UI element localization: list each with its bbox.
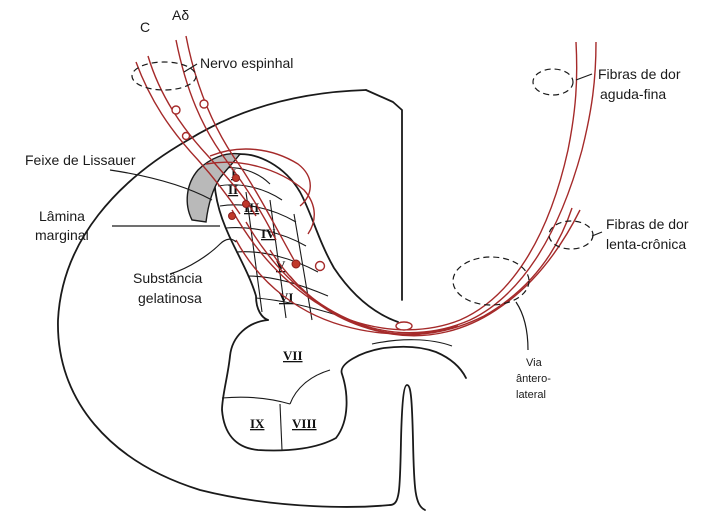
lamina-vii-label: VII [283,348,303,363]
neuron-root-3 [183,133,190,140]
anterolateral-ellipse [453,257,529,305]
leader-lines [110,64,602,350]
aguda-bundle-ellipse [533,69,573,95]
neuron-horn-2 [243,201,250,208]
label-ad: Aδ [172,7,189,23]
lamina-viii-label: VIII [292,416,317,431]
label-nervo-espinhal: Nervo espinhal [200,55,293,71]
label-fibras-lenta-1: Fibras de dor [606,216,689,232]
label-fibras-aguda-1: Fibras de dor [598,66,681,82]
lamina-numerals: I II III IV V VI VII VIII IX [228,166,317,431]
lamina-ix-label: IX [250,416,265,431]
label-c: C [140,19,150,35]
neuron-root-1 [172,106,180,114]
lamina-iv-label: IV [261,226,276,241]
neuron-root-2 [200,100,208,108]
label-fibras-aguda-2: aguda-fina [600,86,666,102]
label-fibras-lenta-2: lenta-crônica [606,236,686,252]
label-via-3: lateral [516,389,546,401]
neuron-commissure [396,322,412,330]
leader-via [516,302,528,350]
leader-substancia [170,239,236,274]
label-via-1: Via [526,357,543,369]
label-via-2: ântero- [516,373,551,385]
label-lamina-2: marginal [35,227,89,243]
dorsal-horn [214,154,398,322]
label-substancia-1: Substância [133,270,202,286]
label-feixe-lissauer: Feixe de Lissauer [25,152,136,168]
text-labels: C Aδ Nervo espinhal Feixe de Lissauer Lâ… [25,7,689,401]
neuron-horn-3 [229,213,236,220]
label-substancia-2: gelatinosa [138,290,202,306]
leader-aguda [576,74,592,80]
neuron-horn-1 [233,175,240,182]
label-lamina-1: Lâmina [39,208,85,224]
neuron-horn-4 [292,260,300,268]
neuron-horn-5 [316,262,325,271]
